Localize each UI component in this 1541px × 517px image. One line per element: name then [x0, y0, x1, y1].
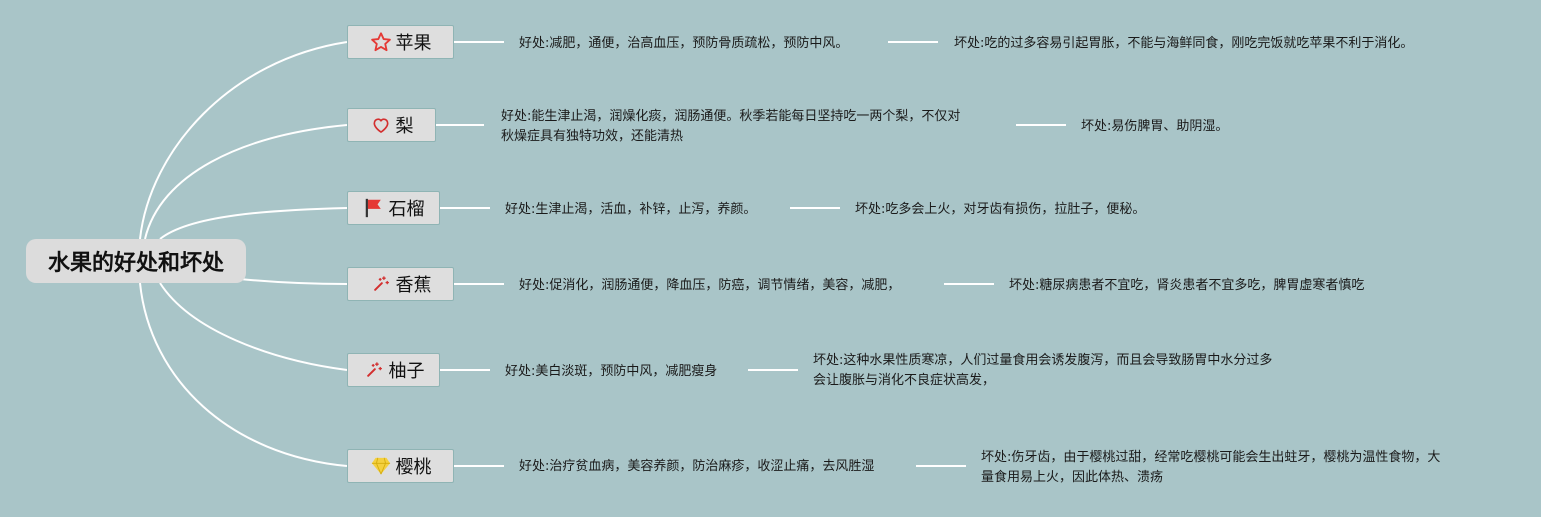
- flag-icon: [363, 197, 385, 219]
- branch-line: [159, 282, 348, 371]
- good-note: 好处:生津止渴，活血，补锌，止泻，养颜。: [505, 202, 757, 217]
- wand-icon: [363, 359, 385, 381]
- topic-apple[interactable]: 苹果: [347, 25, 454, 59]
- topic-pomelo[interactable]: 柚子: [347, 353, 440, 387]
- branch-line: [139, 282, 348, 467]
- bad-note-line: 坏处:这种水果性质寒凉，人们过量食用会诱发腹泻，而且会导致肠胃中水分过多: [813, 353, 1273, 368]
- branch-line: [239, 278, 348, 285]
- topic-cherry[interactable]: 樱桃: [347, 449, 454, 483]
- bad-note: 坏处:伤牙齿，由于樱桃过甜，经常吃樱桃可能会生出蛀牙，樱桃为温性食物，大 量食用…: [981, 448, 1440, 488]
- good-note: 好处:美白淡斑，预防中风，减肥瘦身: [505, 364, 718, 379]
- topic-label: 樱桃: [395, 457, 432, 478]
- bad-note: 坏处:这种水果性质寒凉，人们过量食用会诱发腹泻，而且会导致肠胃中水分过多 会让腹…: [813, 351, 1272, 391]
- good-note: 好处:促消化，润肠通便，降血压，防癌，调节情绪，美容，减肥，: [519, 278, 901, 293]
- good-note-line: 秋燥症具有独特功效，还能清热: [501, 129, 684, 144]
- topic-pear[interactable]: 梨: [347, 108, 436, 142]
- good-note: 好处:减肥，通便，治高血压，预防骨质疏松，预防中风。: [519, 36, 849, 51]
- good-note: 好处:治疗贫血病，美容养颜，防治麻疹，收涩止痛，去风胜湿: [519, 459, 875, 474]
- topic-label: 石榴: [388, 199, 425, 220]
- bad-note-line: 量食用易上火，因此体热、溃疡: [981, 470, 1164, 485]
- topic-label: 柚子: [388, 361, 425, 382]
- branch-line: [159, 207, 348, 240]
- bad-note: 坏处:吃多会上火，对牙齿有损伤，拉肚子，便秘。: [855, 202, 1146, 217]
- bad-note-line: 坏处:伤牙齿，由于樱桃过甜，经常吃樱桃可能会生出蛀牙，樱桃为温性食物，大: [981, 450, 1441, 465]
- topic-label: 梨: [395, 116, 414, 137]
- bad-note: 坏处:吃的过多容易引起胃胀，不能与海鲜同食，刚吃完饭就吃苹果不利于消化。: [954, 36, 1414, 51]
- topic-label: 苹果: [395, 33, 432, 54]
- good-note: 好处:能生津止渴，润燥化痰，润肠通便。秋季若能每日坚持吃一两个梨，不仅对 秋燥症…: [501, 107, 960, 147]
- bad-note: 坏处:易伤脾胃、助阴湿。: [1081, 119, 1229, 134]
- bad-note-line: 会让腹胀与消化不良症状高发，: [813, 373, 996, 388]
- branch-line: [139, 41, 348, 240]
- topic-pomegranate[interactable]: 石榴: [347, 191, 440, 225]
- star-icon: [370, 31, 392, 53]
- heart-icon: [370, 114, 392, 136]
- gem-icon: [370, 455, 392, 477]
- branch-line: [144, 124, 348, 240]
- good-note-line: 好处:能生津止渴，润燥化痰，润肠通便。秋季若能每日坚持吃一两个梨，不仅对: [501, 109, 961, 124]
- bad-note: 坏处:糖尿病患者不宜吃，肾炎患者不宜多吃，脾胃虚寒者慎吃: [1009, 278, 1365, 293]
- wand-icon: [370, 273, 392, 295]
- root-topic-label: 水果的好处和坏处: [47, 251, 224, 276]
- topic-banana[interactable]: 香蕉: [347, 267, 454, 301]
- topic-label: 香蕉: [395, 275, 432, 296]
- root-topic[interactable]: 水果的好处和坏处: [26, 239, 246, 283]
